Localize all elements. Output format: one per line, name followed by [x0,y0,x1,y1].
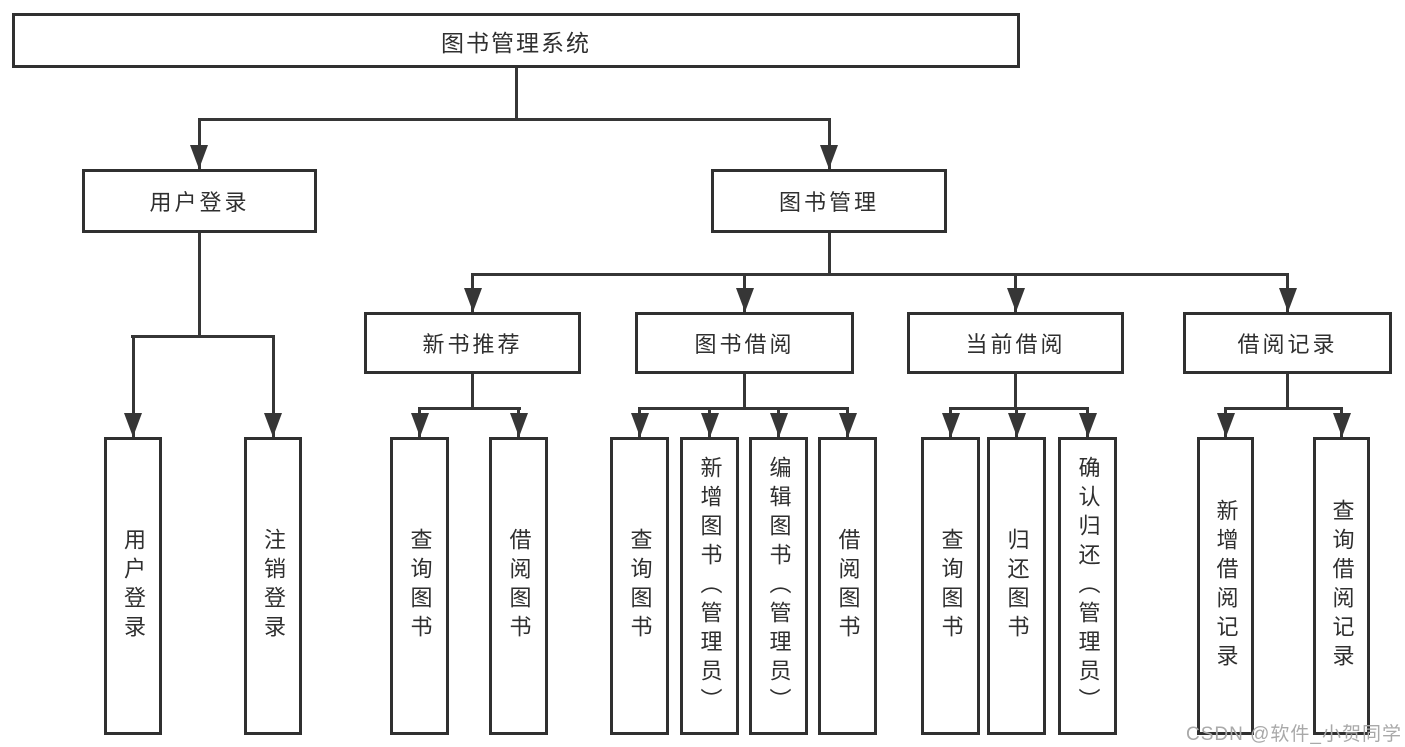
node-borrowing-records: 借阅记录 [1183,312,1392,374]
leaf-query-books-current: 查询图书 [921,437,980,735]
node-label: 图书借阅 [694,332,795,357]
leaf-borrow-books-recommend: 借阅图书 [489,437,548,735]
arrowhead [1079,413,1097,437]
node-label: 查询图书 [627,528,653,644]
node-label: 借阅图书 [835,528,861,644]
arrowhead [1007,288,1025,312]
watermark: CSDN @软件_小贺同学 [1186,724,1402,745]
node-label: 归还图书 [1004,528,1030,644]
connector-userlogin-vertical [198,233,201,338]
node-user-login: 用户登录 [82,169,317,233]
leaf-borrow-books: 借阅图书 [818,437,877,735]
leaf-query-borrow-record: 查询借阅记录 [1313,437,1370,735]
arrowhead [190,145,208,169]
arrowhead [631,413,649,437]
connector-records-vertical [1286,374,1289,410]
arrowhead [464,288,482,312]
node-label: 当前借阅 [965,332,1066,357]
connector-current-horizontal [949,407,1089,410]
leaf-query-books-recommend: 查询图书 [390,437,449,735]
node-label: 编辑图书（管理员） [766,455,792,717]
node-label: 借阅记录 [1237,332,1338,357]
node-label: 确认归还（管理员） [1075,455,1101,717]
node-label: 借阅图书 [506,528,532,644]
arrowhead [820,145,838,169]
connector-records-horizontal [1224,407,1343,410]
leaf-return-books: 归还图书 [987,437,1046,735]
connector-recommend-vertical [471,374,474,410]
connector-bookmgmt-horizontal [471,273,1289,276]
node-label: 用户登录 [121,528,146,644]
connector-stem [132,338,135,437]
connector-borrowing-vertical [743,374,746,410]
leaf-add-borrow-record: 新增借阅记录 [1197,437,1254,735]
connector-root-horizontal [198,118,831,121]
arrowhead [736,288,754,312]
arrowhead [124,413,142,437]
arrowhead [839,413,857,437]
arrowhead [942,413,960,437]
leaf-add-book-admin: 新增图书（管理员） [680,437,739,735]
node-label: 注销登录 [261,528,286,644]
leaf-confirm-return-admin: 确认归还（管理员） [1058,437,1117,735]
node-label: 新增借阅记录 [1213,499,1239,673]
arrowhead [770,413,788,437]
connector-userlogin-horizontal [131,335,275,338]
node-book-borrowing: 图书借阅 [635,312,854,374]
connector-recommend-horizontal [418,407,521,410]
node-label: 新增图书（管理员） [697,455,723,717]
arrowhead [1217,413,1235,437]
node-new-book-recommendation: 新书推荐 [364,312,581,374]
node-label: 图书管理系统 [441,29,591,56]
arrowhead [264,413,282,437]
connector-root-vertical [515,68,518,121]
leaf-logout: 注销登录 [244,437,302,735]
arrowhead [510,413,528,437]
leaf-user-login: 用户登录 [104,437,162,735]
node-book-management: 图书管理 [711,169,947,233]
node-label: 查询图书 [407,528,433,644]
arrowhead [701,413,719,437]
node-label: 用户登录 [149,190,250,215]
connector-stem [272,338,275,437]
node-library-management-system: 图书管理系统 [12,13,1020,68]
arrowhead [411,413,429,437]
node-label: 图书管理 [778,190,879,215]
node-label: 查询借阅记录 [1329,499,1355,673]
leaf-query-books-borrow: 查询图书 [610,437,669,735]
connector-current-vertical [1014,374,1017,410]
node-label: 查询图书 [938,528,964,644]
arrowhead [1008,413,1026,437]
connector-bookmgmt-vertical [828,233,831,276]
arrowhead [1333,413,1351,437]
leaf-edit-book-admin: 编辑图书（管理员） [749,437,808,735]
node-label: 新书推荐 [422,332,523,357]
arrowhead [1279,288,1297,312]
node-current-borrowing: 当前借阅 [907,312,1124,374]
connector-borrowing-horizontal [638,407,849,410]
